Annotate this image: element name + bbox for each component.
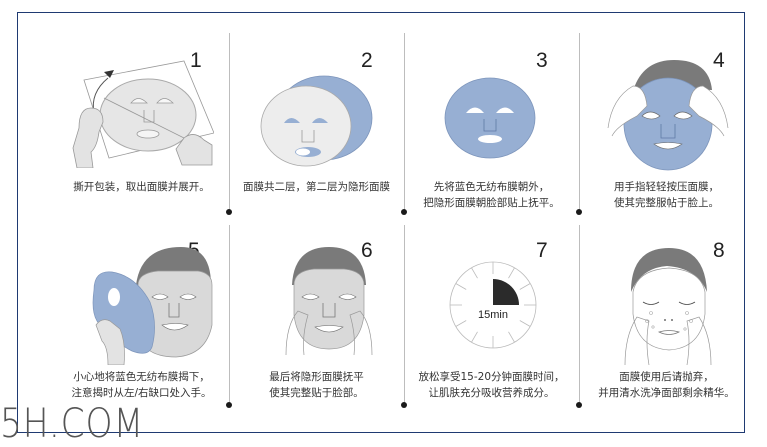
- timer-icon: [449, 261, 537, 349]
- peel-blue-layer-icon: [92, 247, 213, 365]
- caption-line: 使其完整服帖于脸上。: [614, 197, 719, 209]
- press-mask-on-face-icon: [607, 60, 729, 171]
- caption-line: 小心地将蓝色无纺布膜揭下，: [73, 371, 210, 383]
- step-1: 1 撕开包装，取出面膜并展开。: [54, 33, 229, 226]
- instruction-frame: [17, 12, 745, 433]
- divider-line: [229, 33, 230, 214]
- divider-dot: [576, 402, 582, 408]
- step-7: 7 15min 放松享受15-20分钟面膜时间， 让肌肤充分吸收营养成分。: [404, 225, 579, 418]
- timer-label: 15min: [478, 309, 508, 321]
- step-4: 4 用手指轻轻按压面膜， 使其完整服帖于脸上。: [579, 33, 754, 226]
- two-layer-mask-icon: [260, 75, 373, 167]
- step-number: 1: [190, 49, 202, 72]
- divider-line: [579, 225, 580, 405]
- step-number: 7: [536, 239, 548, 262]
- divider-dot: [226, 402, 232, 408]
- step-caption: 放松享受15-20分钟面膜时间， 让肌肤充分吸收营养成分。: [404, 369, 579, 401]
- step-6: 6 最后将隐形面膜抚平 使其完整贴于脸部。: [229, 225, 404, 418]
- caption-line: 先将蓝色无纺布膜朝外，: [433, 181, 550, 193]
- caption-line: 让肌肤充分吸收营养成分。: [428, 387, 555, 399]
- step-caption: 先将蓝色无纺布膜朝外， 把隐形面膜朝脸部贴上抚平。: [404, 179, 579, 211]
- step-caption: 小心地将蓝色无纺布膜揭下， 注意揭时从左/右缺口处入手。: [54, 369, 229, 401]
- caption-line: 并用清水洗净面部剩余精华。: [598, 387, 735, 399]
- blue-mask-icon: [444, 77, 536, 159]
- caption-line: 把隐形面膜朝脸部贴上抚平。: [423, 197, 560, 209]
- step-number: 6: [361, 239, 373, 262]
- watermark-logo: 5H.COM: [0, 401, 145, 447]
- step-number: 8: [713, 239, 725, 262]
- step-caption: 面膜共二层，第二层为隐形面膜: [229, 179, 404, 195]
- divider-line: [404, 225, 405, 405]
- step-8: 8 面膜使用后请抛弃， 并用清水洗净面部剩余精华。: [579, 225, 754, 418]
- step-5: 5 小心地将蓝色无纺布膜揭下， 注意揭时从左/右缺口处入手。: [54, 225, 229, 418]
- divider-line: [404, 33, 405, 214]
- wash-face-icon: [624, 248, 712, 366]
- caption-line: 撕开包装，取出面膜并展开。: [73, 181, 210, 193]
- caption-line: 最后将隐形面膜抚平: [269, 371, 364, 383]
- divider-dot: [226, 209, 232, 215]
- caption-line: 放松享受15-20分钟面膜时间，: [418, 371, 565, 383]
- step-caption: 最后将隐形面膜抚平 使其完整贴于脸部。: [229, 369, 404, 401]
- divider-line: [579, 33, 580, 214]
- step-2: 2 面膜共二层，第二层为隐形面膜: [229, 33, 404, 226]
- divider-dot: [401, 209, 407, 215]
- divider-dot: [401, 402, 407, 408]
- caption-line: 注意揭时从左/右缺口处入手。: [71, 387, 212, 399]
- smooth-invisible-mask-icon: [285, 247, 373, 356]
- divider-dot: [576, 209, 582, 215]
- step-caption: 撕开包装，取出面膜并展开。: [54, 179, 229, 195]
- caption-line: 面膜共二层，第二层为隐形面膜: [243, 181, 390, 193]
- caption-line: 用手指轻轻按压面膜，: [614, 181, 719, 193]
- step-3: 3 先将蓝色无纺布膜朝外， 把隐形面膜朝脸部贴上抚平。: [404, 33, 579, 226]
- step-number: 2: [361, 49, 373, 72]
- caption-line: 使其完整贴于脸部。: [269, 387, 364, 399]
- divider-line: [229, 225, 230, 405]
- caption-line: 面膜使用后请抛弃，: [619, 371, 714, 383]
- step-caption: 面膜使用后请抛弃， 并用清水洗净面部剩余精华。: [579, 369, 754, 401]
- step-number: 4: [713, 49, 725, 72]
- tear-open-package-icon: [72, 60, 214, 168]
- step-number: 3: [536, 49, 548, 72]
- step-caption: 用手指轻轻按压面膜， 使其完整服帖于脸上。: [579, 179, 754, 211]
